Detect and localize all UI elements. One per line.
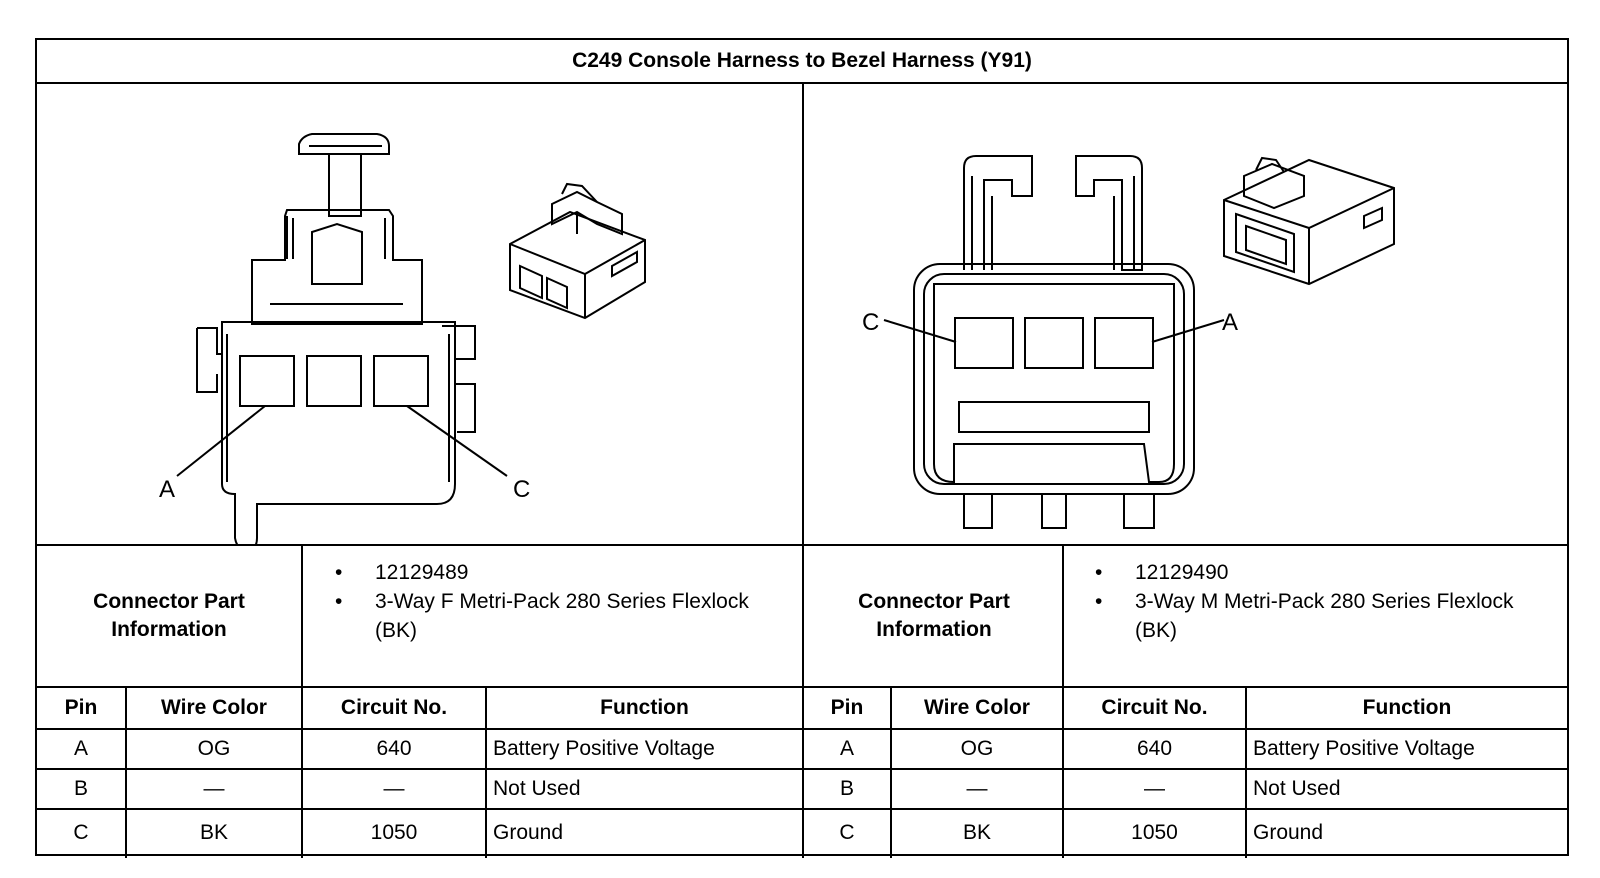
part-info-label-right: Connector Part Information xyxy=(858,590,1010,641)
table-cell-pin: A xyxy=(839,737,854,760)
table-cell-wire-color: BK xyxy=(199,821,228,844)
table-cell-function: Not Used xyxy=(1253,777,1341,800)
header-pin: Pin xyxy=(830,696,864,719)
header-circuit: Circuit No. xyxy=(1101,696,1208,719)
header-function: Function xyxy=(1362,696,1452,719)
connector-table: C249 Console Harness to Bezel Harness (Y… xyxy=(35,38,1569,858)
table-cell-function: Battery Positive Voltage xyxy=(493,737,715,760)
table-cell-circuit: 1050 xyxy=(1131,821,1178,844)
table-cell-circuit: — xyxy=(383,777,405,800)
pin-label-a: A xyxy=(159,476,175,503)
table-cell-function: Ground xyxy=(493,821,564,844)
part-info-right: 12129490 3-Way M Metri-Pack 280 Series F… xyxy=(1087,558,1557,645)
table-cell-pin: A xyxy=(73,737,88,760)
connector-drawings: A C xyxy=(37,84,1567,544)
header-pin: Pin xyxy=(64,696,98,719)
female-connector-iso-icon xyxy=(509,182,646,320)
table-cell-wire-color: — xyxy=(966,777,988,800)
table-cell-pin: B xyxy=(839,777,854,800)
table-cell-circuit: 1050 xyxy=(370,821,418,844)
header-wire-color: Wire Color xyxy=(924,696,1030,719)
part-info-left: 12129489 3-Way F Metri-Pack 280 Series F… xyxy=(327,558,787,645)
male-connector-iso-icon xyxy=(1223,156,1395,286)
table-cell-wire-color: BK xyxy=(962,821,991,844)
part-description: 3-Way F Metri-Pack 280 Series Flexlock (… xyxy=(327,587,787,645)
table-cell-circuit: 640 xyxy=(1136,737,1173,760)
part-info-label-left: Connector Part Information xyxy=(93,590,245,641)
table-cell-function: Not Used xyxy=(493,777,581,800)
header-circuit: Circuit No. xyxy=(340,696,448,719)
table-cell-wire-color: OG xyxy=(960,737,994,760)
table-cell-circuit: — xyxy=(1144,777,1165,800)
table-cell-circuit: 640 xyxy=(376,737,412,760)
male-connector-drawing: C A xyxy=(862,155,1395,529)
header-wire-color: Wire Color xyxy=(161,696,267,719)
table-cell-pin: B xyxy=(73,777,88,800)
header-function: Function xyxy=(600,696,689,719)
table-cell-pin: C xyxy=(73,821,89,844)
pin-label-c: C xyxy=(513,476,530,503)
pin-label-c: C xyxy=(862,309,879,336)
table-cell-function: Battery Positive Voltage xyxy=(1253,737,1475,760)
diagram-title: C249 Console Harness to Bezel Harness (Y… xyxy=(37,40,1567,84)
pin-label-a: A xyxy=(1222,309,1238,336)
table-cell-wire-color: — xyxy=(203,777,225,800)
part-number: 12129489 xyxy=(327,558,787,587)
table-cell-function: Ground xyxy=(1253,821,1324,844)
part-number: 12129490 xyxy=(1087,558,1557,587)
table-cell-pin: C xyxy=(839,821,855,844)
female-connector-drawing: A C xyxy=(159,133,646,544)
part-description: 3-Way M Metri-Pack 280 Series Flexlock (… xyxy=(1087,587,1557,645)
table-cell-wire-color: OG xyxy=(197,737,231,760)
